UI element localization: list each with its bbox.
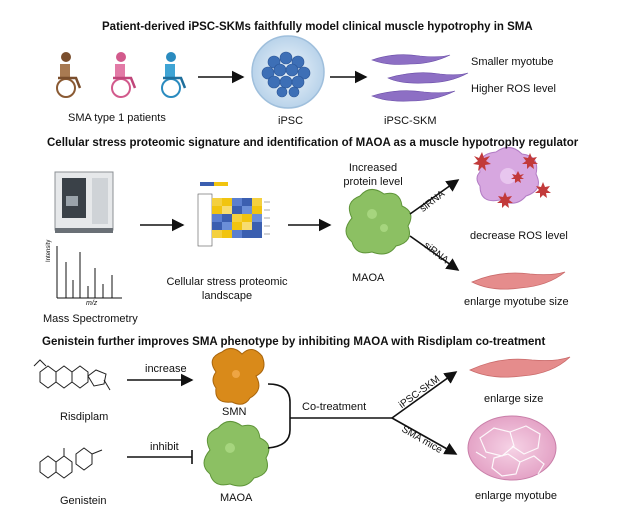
genistein-structure-icon [39,447,103,479]
maoa-protein-icon [203,421,270,487]
increased-label-line2: protein level [343,176,403,188]
cotreatment-label: Co-treatment [302,401,367,413]
maoa-label: MAOA [352,272,385,284]
myotube-icon [371,54,469,102]
risdiplam-label: Risdiplam [60,411,109,423]
section2-title: Cellular stress proteomic signature and … [47,137,579,149]
mass-spectrometer-icon [54,171,114,233]
maoa-label-section3: MAOA [220,492,253,504]
smn-label: SMN [222,406,247,418]
arrow-inhibit [127,450,193,464]
outcome-enlarge-myotube: enlarge myotube [475,490,557,502]
smn-protein-icon [211,348,265,405]
section1-title: Patient-derived iPSC-SKMs faithfully mod… [102,21,533,33]
genistein-label: Genistein [60,495,107,507]
ms-label: Mass Spectrometry [43,313,138,325]
maoa-protein-icon [345,189,412,255]
ipsc-colony-icon [251,35,325,109]
outcome-enlarge-size: enlarge size [484,393,544,405]
ms-ylabel: Intensity [46,239,52,262]
phenotype-smaller-myotube: Smaller myotube [471,56,554,68]
landscape-label-line1: Cellular stress proteomic [166,276,288,288]
section3-title: Genistein further improves SMA phenotype… [42,336,546,348]
increased-label-line1: Increased [348,162,398,174]
phenotype-higher-ros: Higher ROS level [471,83,556,95]
cotreatment-bracket [267,371,458,455]
muscle-tissue-icon [467,415,557,481]
ros-cell-icon [473,147,551,208]
outcome-enlarge-myotube-size: enlarge myotube size [464,296,569,308]
mass-spectrum-plot [56,246,122,299]
ms-xlabel: m/z [86,300,98,307]
wheelchair-patient-icon [56,52,187,98]
increase-label: increase [145,363,187,375]
arrow-maoa-to-ros [409,179,460,215]
ipsc-label: iPSC [278,115,304,127]
patients-label: SMA type 1 patients [68,112,166,124]
heatmap-icon [197,182,270,247]
inhibit-label: inhibit [150,441,179,453]
landscape-label-line2: landscape [201,290,253,302]
skm-label: iPSC-SKM [384,115,437,127]
myotube-icon [469,356,571,378]
arrow-maoa-to-myotube [409,235,460,271]
myotube-icon [471,271,566,290]
risdiplam-structure-icon [33,359,111,391]
outcome-decrease-ros: decrease ROS level [470,230,568,242]
